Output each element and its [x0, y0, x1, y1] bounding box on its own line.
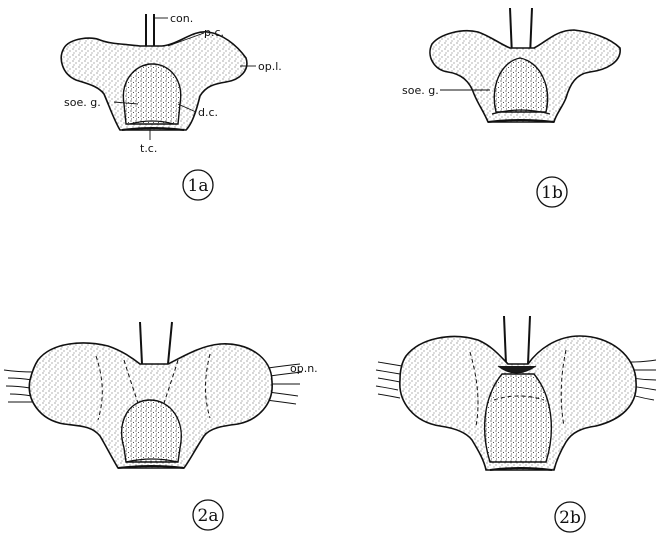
figure-2b: 2b: [376, 316, 656, 532]
label-opl: op.l.: [258, 60, 282, 73]
label-tc: t.c.: [140, 142, 157, 155]
suboesophageal-ganglion-2b: [485, 374, 552, 462]
label-soeg-1b: soe. g.: [402, 84, 439, 97]
label-soeg: soe. g.: [64, 96, 101, 109]
figure-label-1b: 1b: [541, 183, 563, 203]
figure-1b: soe. g. 1b: [402, 8, 620, 207]
label-con: con.: [170, 12, 193, 25]
optic-nerve-left-2b: [376, 362, 402, 398]
suboesophageal-ganglion-2a: [122, 400, 182, 462]
label-opn: op.n.: [290, 362, 318, 375]
figure-1a: con. p.c. op.l. soe. g. d.c. t.c. 1a: [61, 12, 281, 200]
label-pc: p.c.: [204, 26, 224, 39]
suboesophageal-ganglion-1a: [123, 64, 180, 124]
figure-label-2b: 2b: [559, 508, 581, 528]
connectives-2a: [140, 322, 172, 364]
figure-label-2a: 2a: [198, 506, 219, 526]
connectives-2b: [504, 316, 530, 364]
label-dc: d.c.: [198, 106, 218, 119]
figure-2a: op.n. 2a: [4, 322, 318, 530]
figure-label-1a: 1a: [188, 176, 209, 196]
